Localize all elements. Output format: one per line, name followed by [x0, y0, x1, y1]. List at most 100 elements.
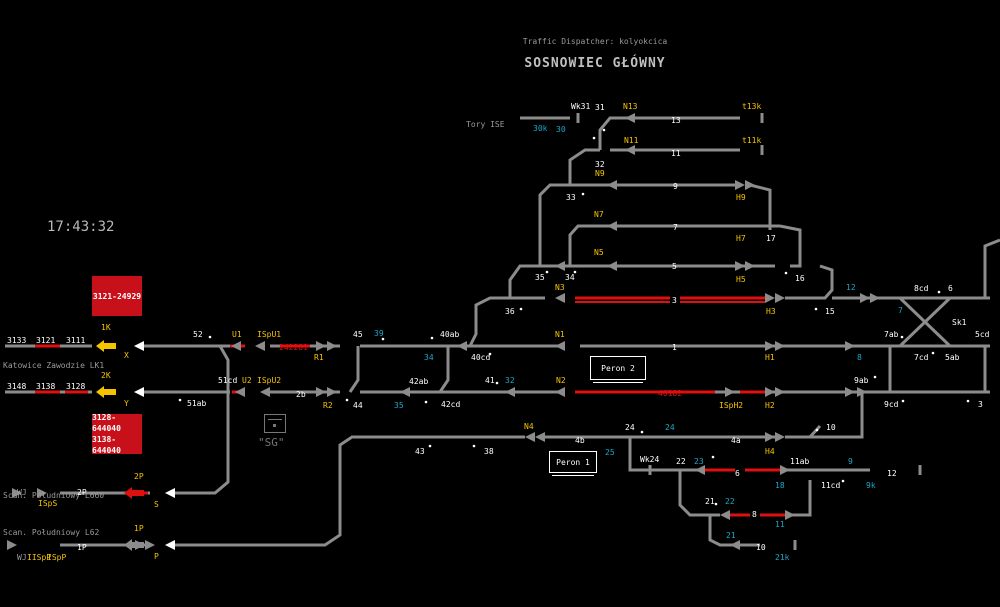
track-segment[interactable]: [898, 296, 952, 348]
signal-icon[interactable]: [607, 221, 617, 231]
track-segment[interactable]: [749, 183, 772, 230]
signal-icon[interactable]: [765, 387, 775, 397]
track-label: 1P: [134, 524, 144, 533]
train-box-lower[interactable]: 3128-644040 3138-644040: [92, 413, 142, 455]
signal-icon[interactable]: [134, 387, 144, 397]
track-label: 52: [193, 330, 203, 339]
signal-icon[interactable]: [765, 432, 775, 442]
signal-icon[interactable]: [255, 341, 265, 351]
track-label: S: [154, 500, 159, 509]
track-segment[interactable]: [678, 470, 720, 517]
signal-icon[interactable]: [555, 387, 565, 397]
switch-marker-icon: [178, 398, 182, 402]
arrow-icon[interactable]: [124, 487, 144, 499]
signal-icon[interactable]: [775, 341, 785, 351]
signal-icon[interactable]: [555, 293, 565, 303]
train-box-upper[interactable]: 3121-24929: [92, 276, 142, 316]
signal-icon[interactable]: [145, 540, 155, 550]
track-segment[interactable]: [790, 480, 812, 517]
signal-icon[interactable]: [695, 465, 705, 475]
track-segment[interactable]: [468, 296, 510, 347]
signal-icon[interactable]: [505, 387, 515, 397]
signal-icon[interactable]: [400, 387, 410, 397]
signal-icon[interactable]: [316, 341, 326, 351]
signal-icon[interactable]: [775, 387, 785, 397]
track-segment[interactable]: [785, 264, 834, 300]
track-segment[interactable]: [438, 346, 450, 393]
track-segment[interactable]: [538, 183, 570, 266]
arrow-icon[interactable]: [96, 386, 116, 398]
signal-icon[interactable]: [7, 540, 17, 550]
track-label: 34: [565, 273, 575, 282]
track-segment[interactable]: [508, 264, 540, 298]
signal-icon[interactable]: [785, 510, 795, 520]
arrow-icon[interactable]: [96, 340, 116, 352]
switch-marker-icon: [814, 307, 818, 311]
track-segment[interactable]: [348, 346, 360, 393]
signal-icon[interactable]: [765, 293, 775, 303]
track-segment[interactable]: [779, 224, 802, 268]
signal-icon[interactable]: [165, 540, 175, 550]
signal-icon[interactable]: [775, 432, 785, 442]
signal-icon[interactable]: [870, 293, 880, 303]
signal-icon[interactable]: [316, 387, 326, 397]
signal-icon[interactable]: [12, 488, 22, 498]
signal-icon[interactable]: [607, 180, 617, 190]
signal-icon[interactable]: [765, 341, 775, 351]
signal-icon[interactable]: [327, 341, 337, 351]
signal-icon[interactable]: [775, 293, 785, 303]
switch-marker-icon: [784, 271, 788, 275]
signal-icon[interactable]: [134, 341, 144, 351]
signal-icon[interactable]: [165, 488, 175, 498]
track-label: 25: [605, 448, 615, 457]
signal-icon[interactable]: [231, 341, 241, 351]
signal-icon[interactable]: [860, 293, 870, 303]
track-label: 2b: [296, 390, 306, 399]
signal-icon[interactable]: [555, 261, 565, 271]
track-segment[interactable]: [708, 515, 760, 547]
switch-marker-icon: [815, 428, 819, 432]
signal-box[interactable]: "SG": [258, 414, 292, 454]
track-segment[interactable]: [628, 437, 700, 472]
track-segment[interactable]: [568, 224, 600, 266]
track-label: H3: [766, 307, 776, 316]
signal-icon[interactable]: [327, 387, 337, 397]
signal-icon[interactable]: [857, 387, 867, 397]
track-segment[interactable]: [598, 116, 620, 150]
track-segment[interactable]: [175, 435, 525, 547]
track-segment[interactable]: [785, 424, 822, 439]
signal-icon[interactable]: [625, 145, 635, 155]
track-label: H9: [736, 193, 746, 202]
signal-icon[interactable]: [235, 387, 245, 397]
signal-icon[interactable]: [37, 488, 47, 498]
signal-icon[interactable]: [525, 432, 535, 442]
switch-marker-icon: [714, 502, 718, 506]
signal-icon[interactable]: [735, 261, 745, 271]
signal-icon[interactable]: [535, 432, 545, 442]
switch-marker-icon: [430, 336, 434, 340]
signal-icon[interactable]: [607, 261, 617, 271]
track-segment[interactable]: [790, 392, 864, 439]
signal-icon[interactable]: [745, 261, 755, 271]
signal-icon[interactable]: [720, 510, 730, 520]
track-label: 45: [353, 330, 363, 339]
signal-icon[interactable]: [555, 341, 565, 351]
signal-icon[interactable]: [625, 113, 635, 123]
arrow-icon[interactable]: [124, 539, 144, 551]
track-segment[interactable]: [568, 148, 600, 185]
signal-icon[interactable]: [735, 180, 745, 190]
signal-icon[interactable]: [780, 465, 790, 475]
signal-icon[interactable]: [260, 387, 270, 397]
signal-icon[interactable]: [745, 180, 755, 190]
signal-icon[interactable]: [730, 540, 740, 550]
track-label: 40cd: [471, 353, 491, 362]
signal-icon[interactable]: [845, 387, 855, 397]
track-label: 40ab: [440, 330, 460, 339]
track-segment[interactable]: [175, 345, 230, 495]
signal-icon[interactable]: [457, 341, 467, 351]
track-label: N13: [623, 102, 638, 111]
signal-icon[interactable]: [845, 341, 855, 351]
signal-icon[interactable]: [725, 387, 735, 397]
track-label: H5: [736, 275, 746, 284]
track-segment[interactable]: [983, 238, 1000, 298]
